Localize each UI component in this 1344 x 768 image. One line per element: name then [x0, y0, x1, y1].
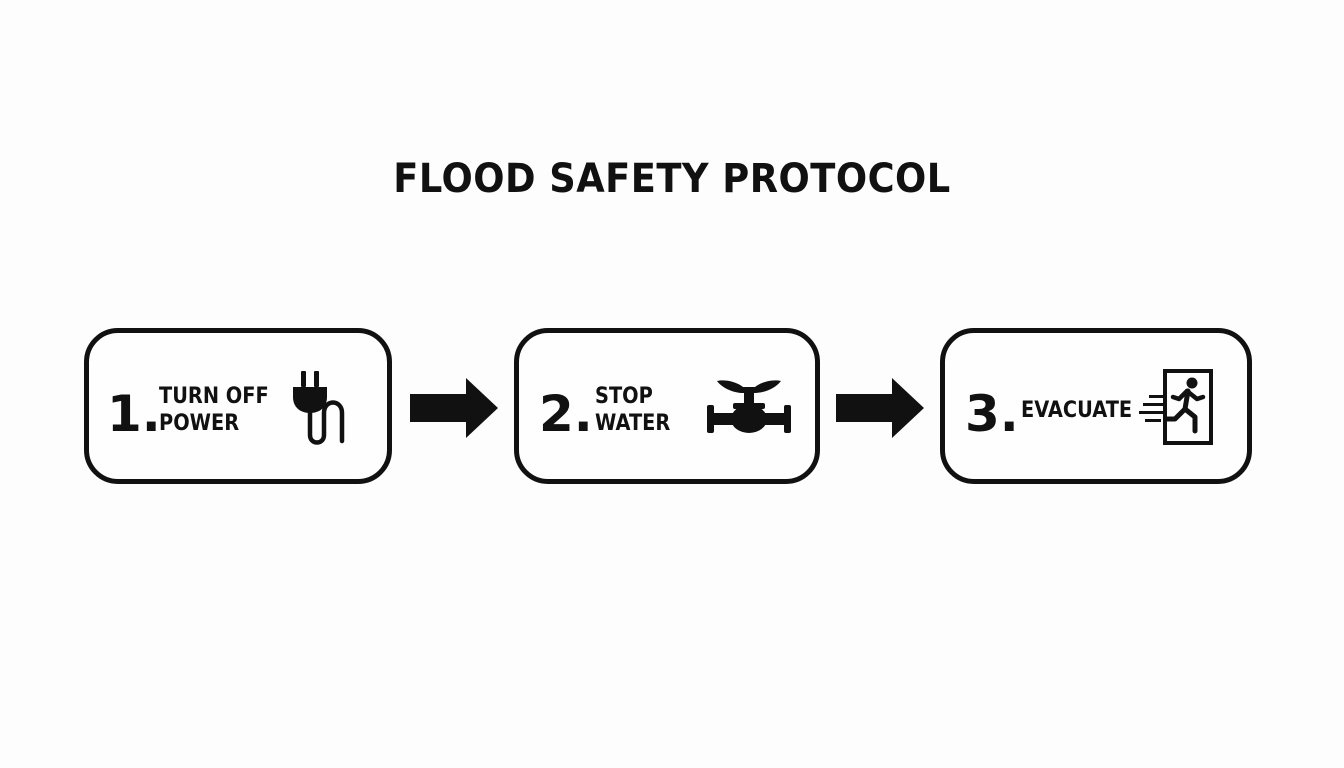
step-label-line: TURN OFF	[159, 384, 269, 409]
power-plug-icon	[293, 371, 345, 445]
step-label: EVACUATE	[1021, 397, 1132, 424]
step-label: TURN OFF POWER	[159, 383, 269, 437]
water-valve-icon	[707, 380, 791, 433]
step-label-line: POWER	[159, 411, 240, 436]
step-number: 2.	[539, 385, 593, 443]
step-label-line: WATER	[595, 411, 671, 436]
step-stop-water: 2. STOP WATER	[514, 328, 820, 484]
emergency-exit-icon	[1139, 369, 1213, 445]
step-evacuate: 3. EVACUATE	[940, 328, 1252, 484]
arrow-right-icon	[836, 378, 924, 438]
step-turn-off-power: 1. TURN OFF POWER	[84, 328, 392, 484]
step-label-line: EVACUATE	[1021, 398, 1133, 423]
diagram-title: FLOOD SAFETY PROTOCOL	[393, 156, 951, 202]
arrow-right-icon	[410, 378, 498, 438]
step-number: 1.	[107, 385, 161, 443]
step-label: STOP WATER	[595, 383, 670, 437]
step-label-line: STOP	[595, 384, 653, 409]
step-number: 3.	[965, 385, 1019, 443]
